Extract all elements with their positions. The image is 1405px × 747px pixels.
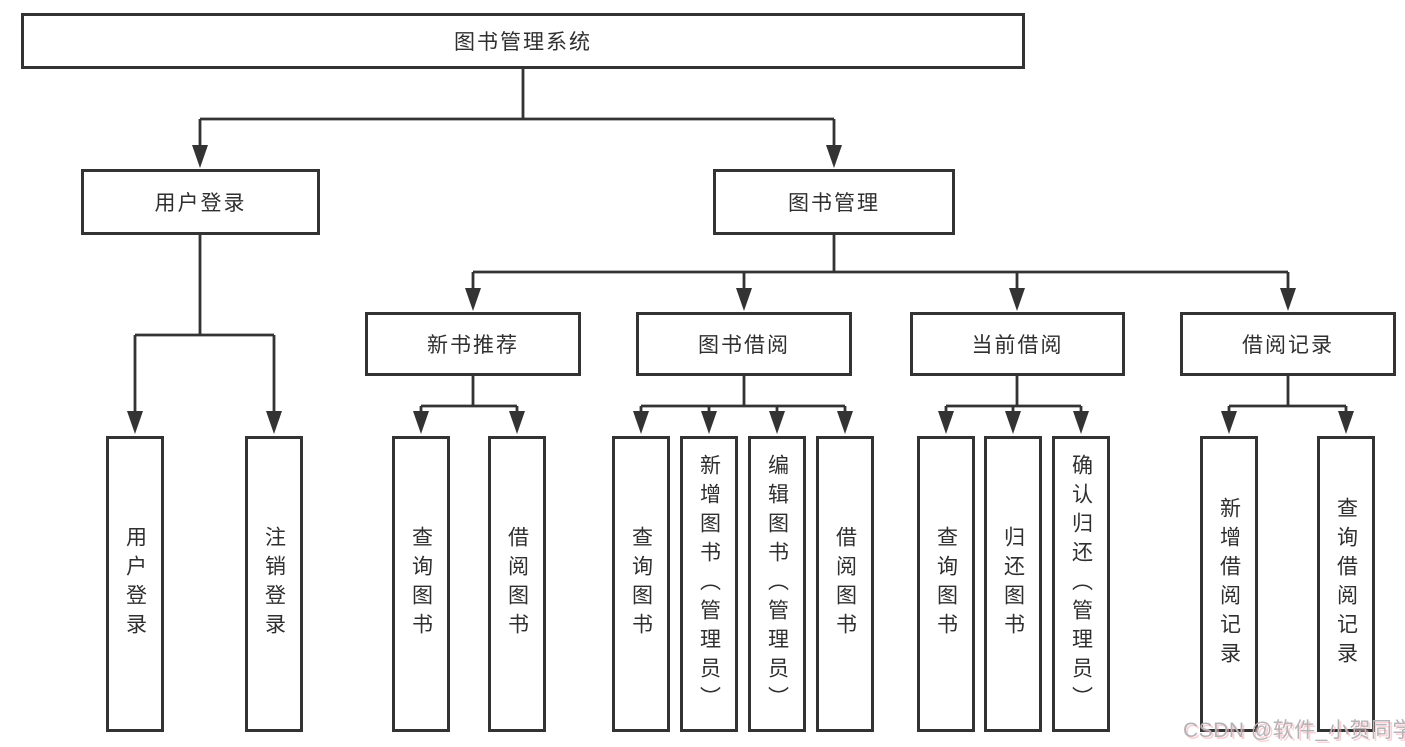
leaf-logout: 注销登录	[245, 436, 303, 732]
leaf-recommend-query-book: 查询图书	[392, 436, 450, 732]
leaf-records-query-record: 查询借阅记录	[1317, 436, 1375, 732]
leaf-current-confirm-return-admin: 确认归还（管理员）	[1052, 436, 1110, 732]
node-user-login: 用户登录	[81, 169, 320, 235]
node-book-borrow: 图书借阅	[636, 312, 852, 376]
node-book-management: 图书管理	[713, 169, 955, 235]
arrowheads	[127, 145, 1354, 434]
leaf-user-login: 用户登录	[106, 436, 164, 732]
leaf-records-add-record: 新增借阅记录	[1200, 436, 1258, 732]
watermark: CSDN @软件_小贺同学	[1183, 719, 1405, 742]
leaf-borrow-borrow-book: 借阅图书	[816, 436, 874, 732]
leaf-borrow-edit-book-admin: 编辑图书（管理员）	[748, 436, 806, 732]
node-root: 图书管理系统	[21, 13, 1025, 69]
node-current-borrow: 当前借阅	[910, 312, 1125, 376]
leaf-current-return-book: 归还图书	[984, 436, 1042, 732]
leaf-borrow-add-book-admin: 新增图书（管理员）	[680, 436, 738, 732]
leaf-recommend-borrow-book: 借阅图书	[488, 436, 546, 732]
leaf-current-query-book: 查询图书	[917, 436, 975, 732]
node-new-book-recommend: 新书推荐	[365, 312, 581, 376]
leaf-borrow-query-book: 查询图书	[612, 436, 670, 732]
node-borrow-records: 借阅记录	[1180, 312, 1396, 376]
connector-paths	[133, 69, 1348, 413]
